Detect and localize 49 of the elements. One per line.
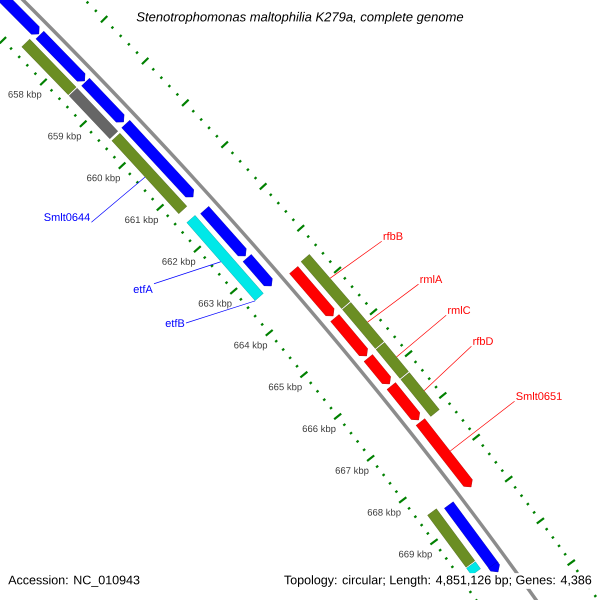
scale-label: 662 kbp <box>162 258 196 267</box>
scale-label: 658 kbp <box>8 90 42 100</box>
scale-label: 665 kbp <box>268 383 302 392</box>
gene-feature <box>330 314 368 356</box>
gene-label: etfB <box>166 318 184 328</box>
gene-label: rmlC <box>448 306 470 314</box>
gene-feature <box>200 206 246 256</box>
leader-line <box>330 240 382 279</box>
footer-text: Topology: circular; Length: 4,851,126 bp; Genes: 4,386 <box>282 573 594 589</box>
gene-feature <box>364 354 391 384</box>
scale-label: 659 kbp <box>48 132 82 142</box>
gene-label: rfbB <box>384 232 403 240</box>
gene-feature <box>444 502 499 570</box>
title: Stenotrophomonas maltophilia K279a, complete genome <box>134 10 466 26</box>
scale-label: 667 kbp <box>336 466 369 476</box>
gene-feature <box>242 254 273 286</box>
scale-label: 663 kbp <box>198 300 232 309</box>
scale-label: 669 kbp <box>399 550 432 560</box>
gene-feature <box>0 0 40 35</box>
gene-feature <box>36 30 86 82</box>
leader-line <box>186 300 256 324</box>
footer-text: Accession: NC_010943 <box>6 573 142 589</box>
gene-label: etfA <box>134 284 153 294</box>
gene-feature <box>289 266 334 316</box>
leader-line <box>424 346 472 391</box>
scale-label: 664 kbp <box>234 342 268 350</box>
leader-line <box>91 176 146 223</box>
gene-feature <box>121 120 194 198</box>
scale-label: 660 kbp <box>87 174 120 184</box>
gene-feature <box>488 562 500 572</box>
gene-bar <box>342 302 384 349</box>
gene-bar <box>376 342 409 379</box>
scale-label: 668 kbp <box>368 508 401 518</box>
scale-label: 661 kbp <box>125 216 158 225</box>
gene-feature <box>416 418 473 488</box>
gene-feature <box>81 78 124 122</box>
leader-line <box>154 261 222 284</box>
leader-line <box>367 284 419 322</box>
scale-label: 666 kbp <box>302 425 336 434</box>
gene-label: Smlt0651 <box>516 392 562 400</box>
gene-bar <box>466 562 481 576</box>
leader-line <box>450 400 515 452</box>
gene-label: rfbD <box>473 336 493 346</box>
gene-bar <box>300 254 350 309</box>
gene-feature <box>386 382 420 420</box>
gene-bar <box>400 372 440 417</box>
gene-label: Smlt0644 <box>44 212 90 222</box>
leader-line <box>396 314 447 358</box>
gene-label: rmlA <box>420 275 442 283</box>
